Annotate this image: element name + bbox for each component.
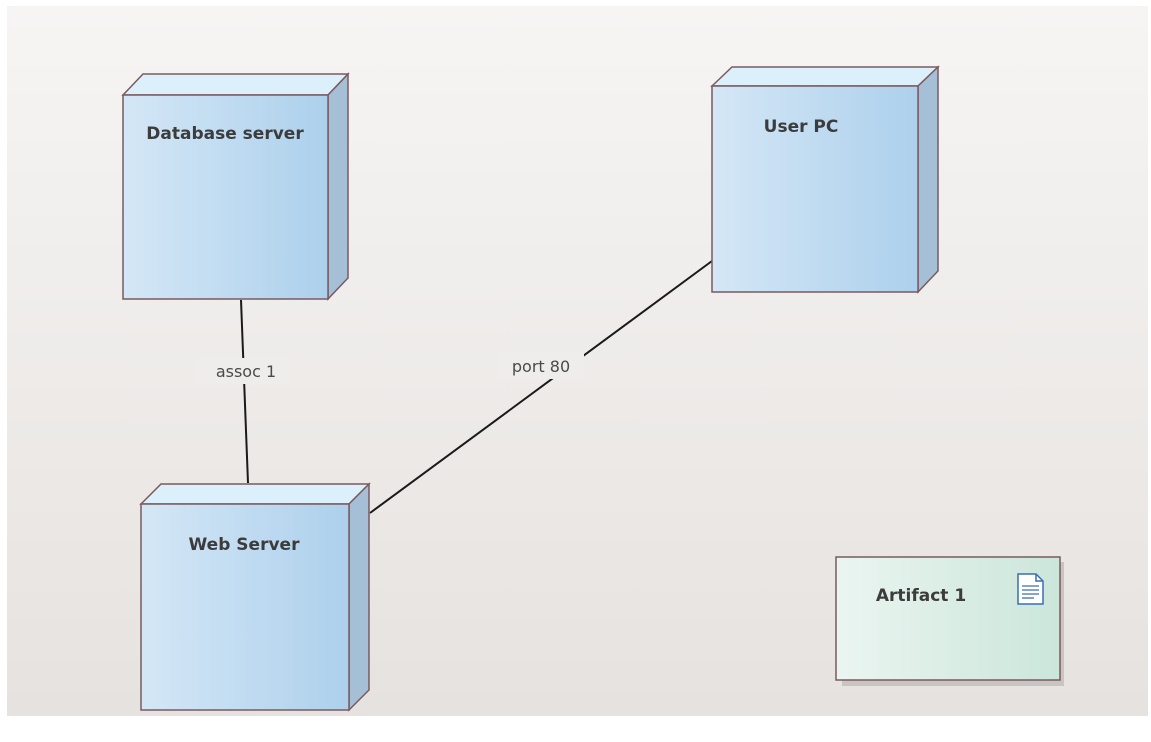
node-database-server[interactable]: Database server <box>121 72 350 301</box>
connector-label-assoc-1: assoc 1 <box>216 362 276 381</box>
node-label-user-pc: User PC <box>764 117 839 137</box>
connector-port-80[interactable]: port 80 <box>369 260 713 514</box>
connector-label-port-80: port 80 <box>512 357 570 376</box>
document-icon <box>1017 573 1044 605</box>
artifact-label-artifact-1: Artifact 1 <box>876 586 966 606</box>
node-web-server[interactable]: Web Server <box>139 482 371 712</box>
node-label-web-server: Web Server <box>189 535 301 555</box>
artifact-1[interactable]: Artifact 1 <box>835 556 1064 686</box>
connector-assoc-1[interactable]: assoc 1 <box>196 299 290 484</box>
node-label-database-server: Database server <box>146 124 304 144</box>
node-user-pc[interactable]: User PC <box>710 65 940 294</box>
